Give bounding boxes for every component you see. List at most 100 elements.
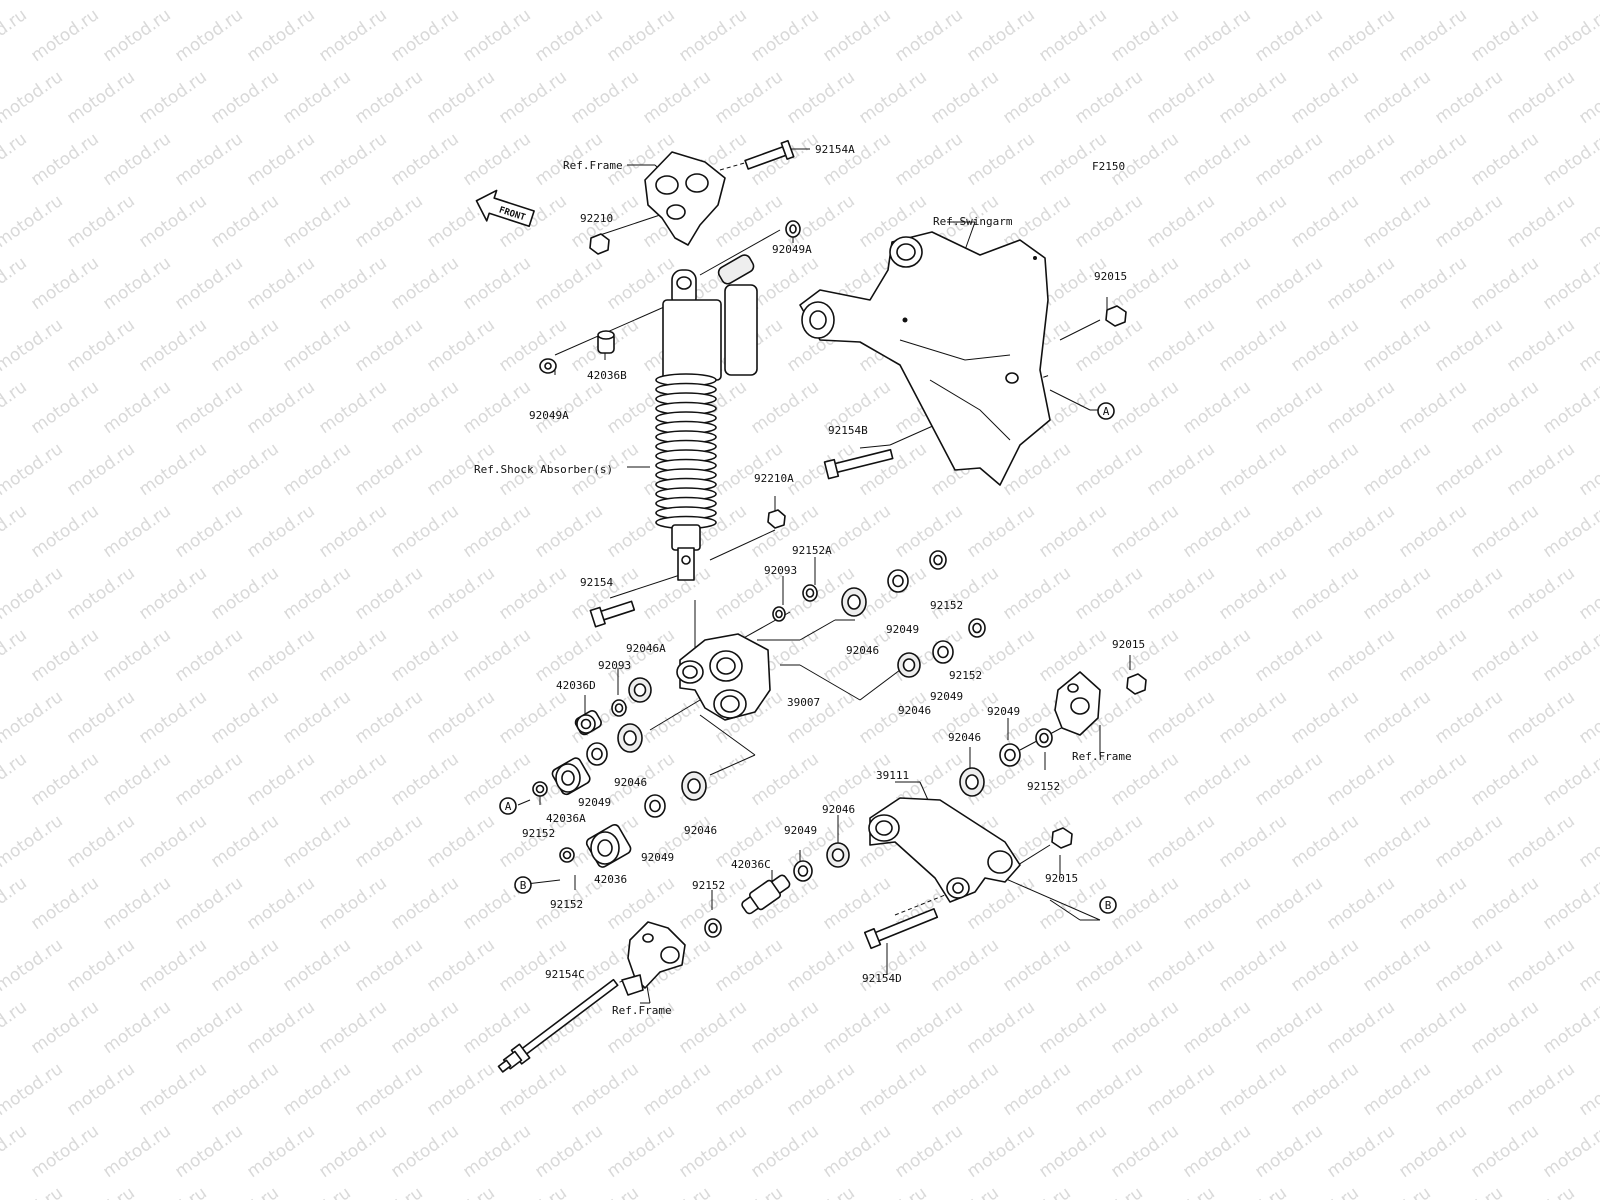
washer	[644, 794, 666, 818]
watermark-text: motod.ru	[1467, 997, 1542, 1058]
watermark-text: motod.ru	[171, 253, 246, 314]
washer	[532, 781, 548, 797]
collar	[551, 757, 591, 796]
watermark-text: motod.ru	[1431, 0, 1506, 4]
watermark-text: motod.ru	[1431, 439, 1506, 500]
watermark-text: motod.ru	[63, 563, 138, 624]
watermark-text: motod.ru	[459, 625, 534, 686]
watermark-text: motod.ru	[1539, 625, 1600, 686]
washer	[802, 584, 818, 602]
watermark-text: motod.ru	[0, 0, 67, 4]
watermark-text: motod.ru	[0, 1183, 67, 1200]
watermark-text: motod.ru	[1035, 1121, 1110, 1182]
part-label-92152-c: 92152	[1027, 780, 1060, 793]
ref-swingarm-label: Ref.Swingarm	[933, 215, 1013, 228]
ref-frame-lower-label: Ref.Frame	[612, 1004, 672, 1017]
watermark-text: motod.ru	[963, 5, 1038, 66]
watermark-text: motod.ru	[1215, 191, 1290, 252]
bolt-92154a	[744, 139, 795, 170]
watermark-text: motod.ru	[1359, 0, 1434, 4]
part-label-92152-b: 92152	[949, 669, 982, 682]
watermark-text: motod.ru	[783, 1059, 858, 1120]
watermark-text: motod.ru	[675, 1121, 750, 1182]
watermark-text: motod.ru	[1395, 1121, 1470, 1182]
watermark-text: motod.ru	[171, 749, 246, 810]
watermark-text: motod.ru	[927, 1059, 1002, 1120]
watermark-text: motod.ru	[999, 1059, 1074, 1120]
watermark-text: motod.ru	[315, 5, 390, 66]
watermark-text: motod.ru	[891, 129, 966, 190]
watermark-text: motod.ru	[387, 749, 462, 810]
washer-92049a-upper	[785, 220, 801, 238]
watermark-text: motod.ru	[891, 1121, 966, 1182]
watermark-text: motod.ru	[0, 315, 67, 376]
part-label-42036a: 42036A	[546, 812, 586, 825]
watermark-text: motod.ru	[747, 1121, 822, 1182]
watermark-text: motod.ru	[1143, 67, 1218, 128]
callout-a-lower-label: A	[505, 800, 512, 813]
watermark-text: motod.ru	[495, 315, 570, 376]
watermark-text: motod.ru	[1107, 1121, 1182, 1182]
watermark-text: motod.ru	[711, 935, 786, 996]
part-label-92154: 92154	[580, 576, 613, 589]
watermark-text: motod.ru	[27, 501, 102, 562]
watermark-text: motod.ru	[1143, 439, 1218, 500]
watermark-text: motod.ru	[0, 1121, 31, 1182]
watermark-text: motod.ru	[1575, 315, 1600, 376]
lower-left-frame-bracket	[621, 921, 686, 996]
watermark-text: motod.ru	[171, 501, 246, 562]
watermark-text: motod.ru	[891, 501, 966, 562]
needle-bearing	[841, 587, 867, 617]
watermark-text: motod.ru	[279, 315, 354, 376]
watermark-text: motod.ru	[1431, 67, 1506, 128]
watermark-text: motod.ru	[1179, 873, 1254, 934]
watermark-text: motod.ru	[1431, 563, 1506, 624]
watermark-text: motod.ru	[711, 0, 786, 4]
watermark-text: motod.ru	[1179, 5, 1254, 66]
watermark-text: motod.ru	[711, 67, 786, 128]
watermark-text: motod.ru	[1071, 315, 1146, 376]
part-label-92046-d: 92046	[614, 776, 647, 789]
watermark-text: motod.ru	[1467, 5, 1542, 66]
watermark-text: motod.ru	[567, 1183, 642, 1200]
watermark-text: motod.ru	[135, 0, 210, 4]
watermark-text: motod.ru	[351, 439, 426, 500]
watermark-text: motod.ru	[927, 67, 1002, 128]
watermark-text: motod.ru	[1503, 315, 1578, 376]
watermark-text: motod.ru	[1287, 0, 1362, 4]
callout-b-right: B	[1099, 896, 1117, 914]
callout-b-left-label: B	[520, 879, 527, 892]
part-label-92049a-upper: 92049A	[772, 243, 812, 256]
watermark-text: motod.ru	[351, 67, 426, 128]
watermark-text: motod.ru	[1179, 129, 1254, 190]
watermark-text: motod.ru	[1107, 997, 1182, 1058]
part-label-92152-e: 92152	[692, 879, 725, 892]
collar-42036b	[597, 330, 615, 354]
part-label-92154c: 92154C	[545, 968, 585, 981]
watermark-text: motod.ru	[279, 563, 354, 624]
watermark-text: motod.ru	[27, 1121, 102, 1182]
nut-92015-right	[1126, 673, 1147, 695]
watermark-text: motod.ru	[1323, 377, 1398, 438]
watermark-text: motod.ru	[0, 811, 67, 872]
watermark-text: motod.ru	[99, 749, 174, 810]
watermark-text: motod.ru	[1215, 67, 1290, 128]
part-label-42036b: 42036B	[587, 369, 627, 382]
watermark-text: motod.ru	[279, 1059, 354, 1120]
watermark-text: motod.ru	[207, 439, 282, 500]
watermark-text: motod.ru	[1215, 0, 1290, 4]
watermark-text: motod.ru	[387, 997, 462, 1058]
watermark-text: motod.ru	[1179, 501, 1254, 562]
watermark-text: motod.ru	[315, 1121, 390, 1182]
watermark-text: motod.ru	[387, 377, 462, 438]
watermark-text: motod.ru	[963, 501, 1038, 562]
watermark-text: motod.ru	[1071, 439, 1146, 500]
watermark-text: motod.ru	[1215, 563, 1290, 624]
watermark-text: motod.ru	[1395, 253, 1470, 314]
watermark-text: motod.ru	[531, 501, 606, 562]
watermark-text: motod.ru	[963, 997, 1038, 1058]
watermark-text: motod.ru	[63, 315, 138, 376]
watermark-text: motod.ru	[1323, 625, 1398, 686]
needle-bearing	[681, 771, 707, 801]
watermark-text: motod.ru	[135, 439, 210, 500]
